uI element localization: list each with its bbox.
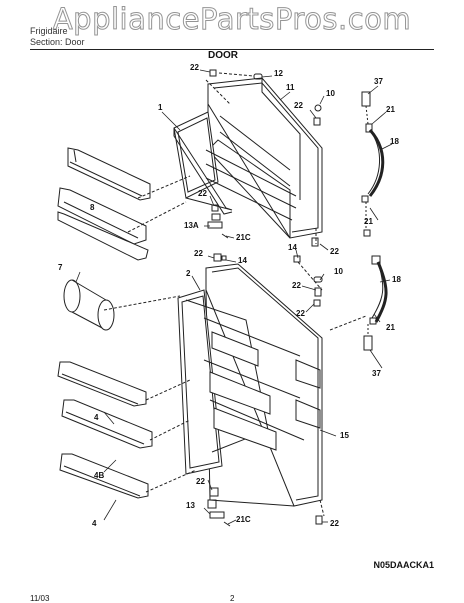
lower-hinge-hardware bbox=[207, 253, 323, 527]
header-rule bbox=[30, 49, 434, 50]
callout-22-lower-hinge: 22 bbox=[194, 249, 203, 258]
callout-14-mid: 14 bbox=[288, 243, 297, 252]
callout-12: 12 bbox=[274, 69, 283, 78]
callout-10-upper: 10 bbox=[326, 89, 335, 98]
fresh-food-door-gasket bbox=[177, 289, 269, 475]
freezer-door-gasket bbox=[173, 111, 233, 215]
callout-1: 1 bbox=[158, 103, 163, 112]
callout-2: 2 bbox=[186, 269, 191, 278]
freezer-door-rack-1 bbox=[67, 147, 151, 201]
callout-22-bottom-right: 22 bbox=[330, 519, 339, 528]
header-info: Frigidaire Section: Door bbox=[30, 26, 85, 48]
callout-22-bottom-hinge: 22 bbox=[196, 477, 205, 486]
callout-13A: 13A bbox=[184, 221, 199, 230]
freezer-hinge-hardware bbox=[207, 221, 371, 263]
footer-page-number: 2 bbox=[230, 594, 235, 603]
callout-15: 15 bbox=[340, 431, 349, 440]
callout-leaders bbox=[75, 69, 393, 525]
callout-22-right-mid: 22 bbox=[330, 247, 339, 256]
callout-37-upper: 37 bbox=[374, 77, 383, 86]
freezer-door-outer-panel bbox=[207, 77, 323, 239]
callout-22-lower-panel: 22 bbox=[296, 309, 305, 318]
callout-18-lower: 18 bbox=[392, 275, 401, 284]
callout-4-upper: 4 bbox=[94, 413, 99, 422]
door-bin-lower bbox=[59, 453, 149, 499]
callout-13: 13 bbox=[186, 501, 195, 510]
callout-22-hinge-upper: 22 bbox=[294, 101, 303, 110]
callout-10-lower: 10 bbox=[334, 267, 343, 276]
butter-dish-cylinder bbox=[63, 279, 115, 331]
callout-18-upper: 18 bbox=[390, 137, 399, 146]
callout-21-mid: 21 bbox=[364, 217, 373, 226]
freezer-door-shelf-bars bbox=[205, 149, 297, 221]
page-header: AppliancePartsPros.com Frigidaire Sectio… bbox=[0, 0, 464, 61]
freezer-handle bbox=[361, 91, 385, 230]
brand-line: Frigidaire bbox=[30, 26, 68, 36]
callout-22-lower-right: 22 bbox=[292, 281, 301, 290]
diagram-code: N05DAACKA1 bbox=[373, 560, 434, 570]
door-bin-middle bbox=[61, 399, 153, 449]
callout-11: 11 bbox=[286, 83, 295, 92]
callout-8: 8 bbox=[90, 203, 95, 212]
section-title: DOOR bbox=[208, 50, 238, 61]
section-line: Section: Door bbox=[30, 37, 85, 47]
door-bin-upper bbox=[57, 361, 147, 407]
callout-4-lower: 4 bbox=[92, 519, 97, 528]
callout-21C-lower: 21C bbox=[236, 515, 251, 524]
fresh-food-door-shelves bbox=[203, 317, 321, 451]
callout-21C-upper: 21C bbox=[236, 233, 251, 242]
callout-21-lower: 21 bbox=[386, 323, 395, 332]
callout-14-lower: 14 bbox=[238, 256, 247, 265]
callout-21-upper: 21 bbox=[386, 105, 395, 114]
top-hinge-cap bbox=[209, 69, 322, 221]
footer-date: 11/03 bbox=[30, 594, 50, 603]
callout-37-lower: 37 bbox=[372, 369, 381, 378]
callout-22-mid-upper: 22 bbox=[198, 189, 207, 198]
callout-7: 7 bbox=[58, 263, 63, 272]
upper-leader-lines bbox=[127, 79, 323, 291]
fresh-food-handle bbox=[363, 255, 388, 351]
callout-22-top: 22 bbox=[190, 63, 199, 72]
callout-4B: 4B bbox=[94, 471, 104, 480]
freezer-door-rack-2 bbox=[57, 187, 149, 261]
lower-leader-lines bbox=[103, 295, 367, 517]
watermark-logo: AppliancePartsPros.com bbox=[52, 2, 412, 37]
